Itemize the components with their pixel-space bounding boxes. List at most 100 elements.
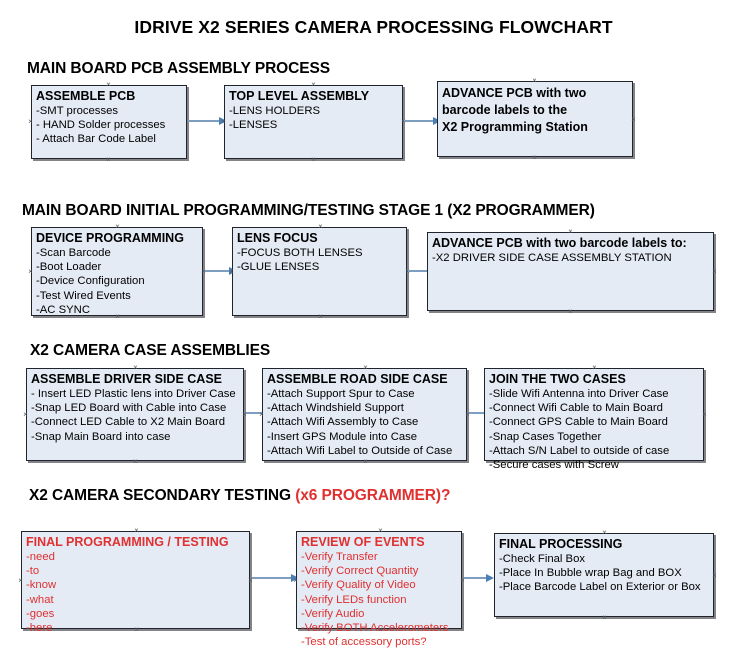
node-advance-pcb-driver-side-case[interactable]: ADVANCE PCB with two barcode labels to: … [427, 232, 714, 311]
node-line: -SMT processes [36, 105, 119, 117]
resize-handle-bottom[interactable] [132, 458, 139, 465]
node-line: -Test of accessory ports? [301, 636, 427, 649]
node-line: - Attach Bar Code Label [36, 133, 156, 146]
node-line: -Attach Wifi Label to Outside of Case [267, 444, 453, 457]
resize-handle-top[interactable] [132, 364, 139, 371]
node-line: -Verify Audio [301, 607, 365, 620]
node-line: - Insert LED Plastic lens into Driver Ca… [31, 388, 236, 400]
node-line: -here [26, 622, 53, 635]
resize-handle-top[interactable] [362, 364, 369, 371]
section-header-text: MAIN BOARD INITIAL PROGRAMMING/TESTING S… [22, 202, 595, 219]
section-header-x2-camera-secondary-testing: X2 CAMERA SECONDARY TESTING (x6 PROGRAMM… [29, 487, 450, 505]
section-header-x2-camera-case-assemblies: X2 CAMERA CASE ASSEMBLIES [30, 342, 270, 360]
connector-assemble-pcb-to-top-level-assembly [188, 117, 227, 125]
section-header-text: X2 CAMERA CASE ASSEMBLIES [30, 342, 271, 359]
node-line: -Place Barcode Label on Exterior or Box [499, 581, 701, 594]
connector-device-programming-to-lens-focus [205, 267, 237, 275]
node-line: -Snap LED Board with Cable into Case [31, 402, 227, 415]
resize-handle-left[interactable] [27, 268, 34, 275]
node-assemble-driver-side-case[interactable]: ASSEMBLE DRIVER SIDE CASE - Insert LED P… [26, 368, 244, 461]
resize-handle-bottom[interactable] [531, 154, 538, 161]
node-line: -Snap Cases Together [489, 430, 602, 443]
connector-road-side-to-join-cases [469, 409, 492, 417]
node-title: REVIEW OF EVENTS [301, 535, 425, 549]
node-line: -need [26, 551, 55, 563]
node-line: -FOCUS BOTH LENSES [237, 247, 363, 259]
node-line: -Connect LED Cable to X2 Main Board [31, 416, 226, 429]
node-line: -Secure cases with Screw [489, 459, 619, 472]
node-line: -Device Configuration [36, 275, 145, 288]
page-title: IDRIVE X2 SERIES CAMERA PROCESSING FLOWC… [134, 17, 613, 37]
resize-handle-bottom[interactable] [105, 156, 112, 163]
node-line: -LENSES [229, 119, 278, 132]
node-advance-pcb-programming-station[interactable]: ADVANCE PCB with two barcode labels to t… [437, 81, 633, 157]
resize-handle-bottom[interactable] [601, 614, 608, 621]
section-header-accent: (x6 PROGRAMMER)? [295, 487, 451, 504]
resize-handle-bottom[interactable] [362, 458, 369, 465]
node-line: -Scan Barcode [36, 247, 111, 259]
resize-handle-top[interactable] [601, 529, 608, 536]
node-line: -Place In Bubble wrap Bag and BOX [499, 567, 682, 580]
node-review-of-events[interactable]: REVIEW OF EVENTS -Verify Transfer -Verif… [296, 531, 462, 648]
resize-handle-left[interactable] [22, 411, 29, 418]
resize-handle-top[interactable] [591, 364, 598, 371]
resize-handle-left[interactable] [27, 118, 34, 125]
node-line: -GLUE LENSES [237, 261, 320, 274]
node-device-programming[interactable]: DEVICE PROGRAMMING -Scan Barcode -Boot L… [31, 227, 203, 316]
node-line: -Connect Wifi Cable to Main Board [489, 402, 663, 415]
node-line: -Verify BOTH Accelerometers [301, 622, 449, 635]
node-line: -Verify LEDs function [301, 593, 407, 606]
resize-handle-top[interactable] [531, 77, 538, 84]
resize-handle-bottom[interactable] [310, 156, 317, 163]
section-header-main-board-pcb-assembly-process: MAIN BOARD PCB ASSEMBLY PROCESS [27, 60, 330, 78]
node-line: -what [26, 593, 54, 606]
node-line: -Check Final Box [499, 553, 586, 565]
resize-handle-top[interactable] [377, 527, 384, 534]
node-line: -Verify Correct Quantity [301, 565, 419, 578]
node-title: LENS FOCUS [237, 231, 318, 245]
node-title: ADVANCE PCB with two barcode labels to t… [442, 86, 588, 134]
resize-handle-top[interactable] [105, 81, 112, 88]
resize-handle-top[interactable] [114, 223, 121, 230]
node-final-programming-testing[interactable]: FINAL PROGRAMMING / TESTING -need -to -k… [21, 531, 250, 634]
connector-final-programming-to-review-of-events [252, 574, 299, 582]
node-assemble-pcb[interactable]: ASSEMBLE PCB -SMT processes - HAND Solde… [31, 85, 187, 159]
node-line: -X2 DRIVER SIDE CASE ASSEMBLY STATION [432, 252, 672, 264]
section-header-text: X2 CAMERA SECONDARY TESTING [29, 487, 296, 504]
resize-handle-top[interactable] [133, 527, 140, 534]
node-line: -goes [26, 607, 55, 620]
resize-handle-right[interactable] [711, 268, 718, 275]
section-header-text: MAIN BOARD PCB ASSEMBLY PROCESS [27, 60, 330, 77]
node-line: -know [26, 579, 57, 592]
node-line: -Insert GPS Module into Case [267, 430, 418, 443]
node-title: ADVANCE PCB with two barcode labels to: [432, 236, 687, 250]
node-line: -Attach S/N Label to outside of case [489, 444, 670, 457]
node-final-processing[interactable]: FINAL PROCESSING -Check Final Box -Place… [494, 533, 714, 617]
resize-handle-top[interactable] [310, 81, 317, 88]
node-line: -LENS HOLDERS [229, 105, 321, 117]
section-header-main-board-initial-programming: MAIN BOARD INITIAL PROGRAMMING/TESTING S… [22, 202, 595, 220]
node-title: ASSEMBLE PCB [36, 89, 136, 103]
node-title: TOP LEVEL ASSEMBLY [229, 89, 370, 103]
node-join-the-two-cases[interactable]: JOIN THE TWO CASES -Slide Wifi Antenna i… [484, 368, 704, 471]
node-line: -to [26, 565, 40, 578]
node-top-level-assembly[interactable]: TOP LEVEL ASSEMBLY -LENS HOLDERS -LENSES [224, 85, 403, 159]
node-line: -Snap Main Board into case [31, 430, 171, 443]
node-line: -Attach Wifi Assembly to Case [267, 416, 419, 429]
resize-handle-top[interactable] [317, 223, 324, 230]
node-line: -Verify Transfer [301, 551, 378, 563]
node-title: JOIN THE TWO CASES [489, 372, 626, 386]
connector-top-level-assembly-to-advance-pcb [404, 117, 441, 125]
node-title: ASSEMBLE DRIVER SIDE CASE [31, 372, 223, 386]
resize-handle-bottom[interactable] [317, 313, 324, 320]
node-title: FINAL PROGRAMMING / TESTING [26, 535, 229, 549]
resize-handle-bottom[interactable] [567, 308, 574, 315]
node-line: -Attach Windshield Support [267, 402, 404, 415]
node-assemble-road-side-case[interactable]: ASSEMBLE ROAD SIDE CASE -Attach Support … [262, 368, 467, 461]
resize-handle-left[interactable] [17, 577, 24, 584]
node-line: -Slide Wifi Antenna into Driver Case [489, 388, 669, 400]
node-line: -Connect GPS Cable to Main Board [489, 416, 668, 429]
node-lens-focus[interactable]: LENS FOCUS -FOCUS BOTH LENSES -GLUE LENS… [232, 227, 407, 316]
resize-handle-top[interactable] [567, 228, 574, 235]
node-line: -Boot Loader [36, 261, 102, 274]
